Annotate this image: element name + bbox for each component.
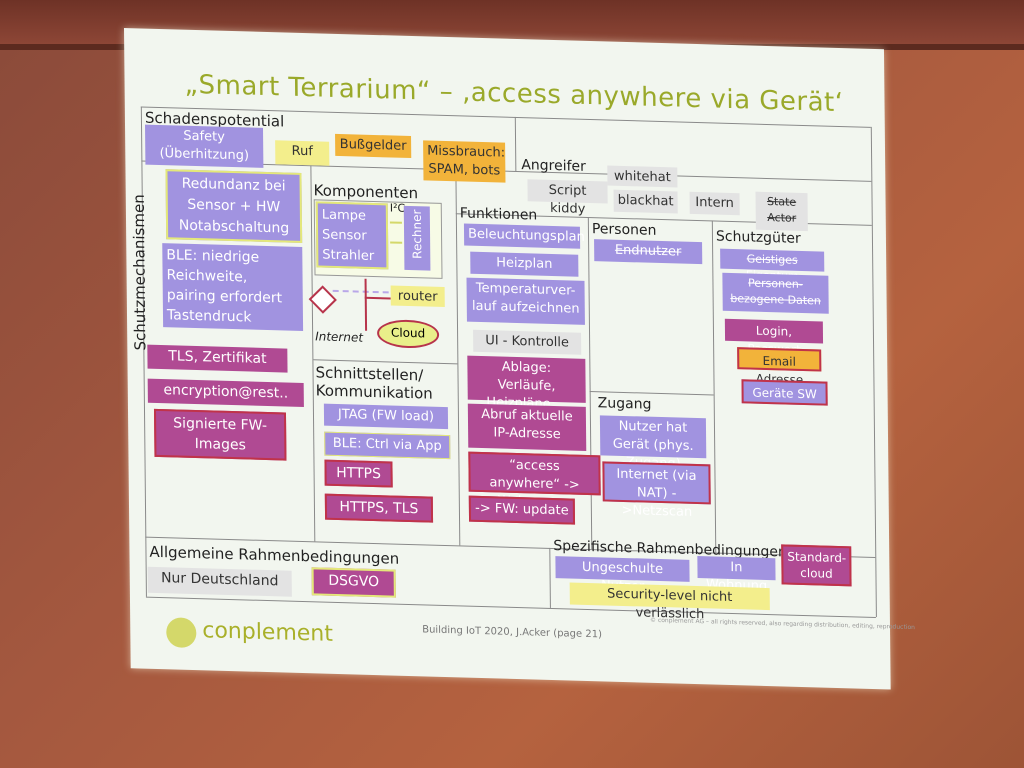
gut-geistiges-eigentum: Geistiges Eigentum	[720, 248, 825, 283]
grid-line-col3	[587, 216, 593, 550]
footer-copyright: © conplement AG – all rights reserved, a…	[649, 616, 915, 632]
funk-access-anywhere: “access anywhere“ -> Web-server	[468, 451, 601, 511]
schutzgueter-heading: Schutzgüter	[715, 228, 801, 247]
funk-beleuchtungsplan: Beleuchtungsplan	[463, 223, 585, 249]
grid-line-rahmen	[549, 547, 551, 608]
angreifer-script-kiddy: Script kiddy	[527, 179, 608, 217]
conplement-logo-icon	[166, 617, 197, 649]
schnittstellen-heading: Schnittstellen/ Kommunikation	[315, 363, 433, 403]
schaden-ruf: Ruf	[275, 140, 330, 166]
schutz-signierte: Signierte FW-Images	[153, 408, 287, 461]
komponente-sensor: Sensor	[322, 227, 367, 244]
funk-ui-kontrolle: UI - Kontrolle	[473, 329, 582, 355]
conplement-logo-text: conplement	[202, 618, 334, 647]
komponente-internet: Internet	[315, 329, 364, 345]
grid-line-col2	[455, 169, 461, 546]
angreifer-blackhat: blackhat	[613, 189, 678, 214]
grid-line-col4	[711, 220, 717, 553]
dashed-link	[332, 289, 389, 295]
schaden-missbrauch: Missbrauch: SPAM, bots	[423, 140, 506, 183]
gut-personenbezogene-daten: Personen-bezogene Daten	[722, 272, 829, 314]
gut-geraete-sw: Geräte SW	[741, 379, 828, 406]
projected-slide: „Smart Terrarium“ – ‚access anywhere via…	[124, 28, 915, 690]
spez-in-wohnung: In Wohnung	[697, 556, 776, 594]
komponente-lampe: Lampe	[321, 207, 367, 224]
schnitt-https-tls: HTTPS, TLS	[324, 493, 434, 523]
network-line	[364, 278, 368, 331]
schaden-bussgelder: Bußgelder	[335, 133, 412, 159]
bus-line-2	[390, 241, 403, 244]
footer-text: Building IoT 2020, J.Acker (page 21)	[422, 624, 603, 641]
router-link	[364, 296, 391, 300]
komponenten-sensorbox: Lampe Sensor Strahler	[315, 201, 389, 270]
schutz-redundanz: Redundanz bei Sensor + HW Notabschaltung	[165, 169, 303, 243]
spez-ungeschulte-nutzer: Ungeschulte Nutzer	[555, 556, 690, 595]
komponente-strahler: Strahler	[322, 247, 375, 265]
schnitt-https: HTTPS	[324, 459, 393, 488]
grid-line-left	[140, 106, 147, 597]
schutzmechanismen-heading: Schutzmechanismen	[129, 193, 150, 351]
bus-line-1	[389, 221, 402, 224]
allgemeine-heading: Allgemeine Rahmenbedingungen	[149, 542, 400, 568]
schutz-encryption: encryption@rest..	[147, 378, 304, 408]
spez-security-level: Security-level nicht verlässlich	[569, 582, 770, 622]
gut-email-adresse: Email Adresse	[737, 347, 822, 387]
grid-line-angreifer	[514, 116, 517, 171]
funk-temperatur: Temperaturver- lauf aufzeichnen	[466, 277, 585, 325]
angreifer-state-actor: State Actor	[755, 191, 808, 232]
zugang-nutzer-geraet: Nutzer hat Gerät (phys. Zugang)	[599, 415, 707, 472]
personen-heading: Personen	[591, 221, 657, 239]
zugang-internet: Internet (via NAT) ->Netzscan	[602, 461, 711, 520]
komponente-cloud: Cloud	[376, 319, 440, 349]
funk-heizplan: Heizplan	[470, 251, 579, 277]
schaden-safety: Safety (Überhitzung)	[145, 124, 264, 168]
komponente-rechner: Rechner	[409, 209, 425, 260]
schnitt-ble: BLE: Ctrl via App	[324, 431, 451, 460]
angreifer-intern: Intern	[689, 191, 740, 216]
funk-fw-update: -> FW: update	[468, 495, 576, 525]
zugang-heading: Zugang	[597, 395, 652, 413]
person-endnutzer: Endnutzer	[594, 239, 703, 265]
spez-standard-cloud: Standard-cloud	[781, 544, 852, 587]
komponente-rechner-box: Rechner	[403, 205, 431, 271]
gut-login-passwort: Login, Passwort	[724, 318, 824, 357]
angreifer-whitehat: whitehat	[607, 165, 678, 188]
allgemein-nur-deutschland: Nur Deutschland	[147, 566, 292, 597]
allgemein-dsgvo: DSGVO	[311, 567, 396, 598]
schnitt-jtag: JTAG (FW load)	[323, 403, 449, 430]
schutz-ble: BLE: niedrige Reichweite, pairing erford…	[162, 243, 304, 332]
komponente-router: router	[390, 285, 445, 307]
funk-abruf-ip: Abruf aktuelle IP-Adresse	[467, 403, 587, 451]
grid-line-right	[870, 126, 877, 618]
angreifer-heading: Angreifer	[521, 157, 586, 175]
schutz-tls: TLS, Zertifikat	[147, 344, 288, 373]
funktionen-heading: Funktionen	[459, 205, 538, 224]
funk-ablage: Ablage: Verläufe, Heizpläne,...	[467, 355, 586, 412]
